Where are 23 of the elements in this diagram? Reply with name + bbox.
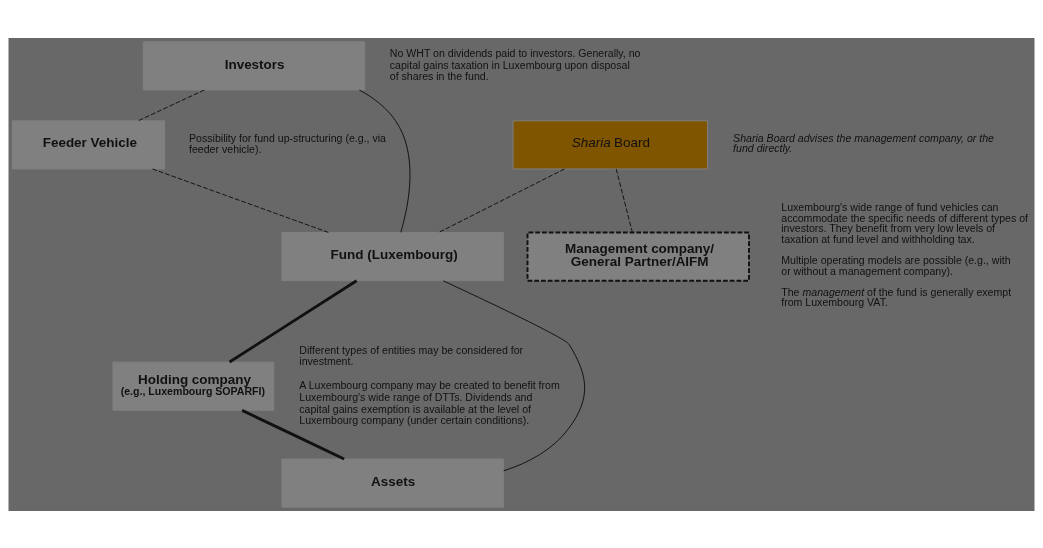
connector (442, 279, 586, 471)
node-box: Holding company (e.g., Luxembourg SOPARFI) (112, 361, 275, 411)
connector (241, 408, 345, 460)
label: Multiple operating models are possible (e.g., with or without a management company). (781, 253, 1011, 277)
node-box: Fund (Luxembourg) (281, 231, 504, 281)
connector (137, 89, 205, 121)
node-box: Management company/ General Partner/AIFM (526, 231, 750, 282)
connector (615, 168, 633, 233)
node-label: Sharia Board advises the management company, or the fund directly. (733, 131, 994, 154)
node-label: Different types of entities may be considered for investment. (299, 343, 524, 367)
connector (358, 89, 411, 233)
label: Luxembourg's wide range of fund vehicles can accommodate the specific needs of different types of investors. They benefit from very low levels of taxation at fund level and withholding tax. (781, 200, 1029, 245)
node-box: Investors (142, 40, 366, 90)
node-box: Sharia Board (512, 119, 709, 169)
node-box: Assets (281, 458, 504, 508)
node-label: A Luxembourg company may be created to benefit from Luxembourg's wide range of DTTs. Dividends and capital gains exemption is available at the level of Luxembourg company (under certain conditions). (299, 378, 560, 426)
node-label: No WHT on dividends paid to investors. Generally, no capital gains taxation in Luxembourg upon disposal of shares in the fund. (389, 46, 641, 82)
node-label: Possibility for fund up-structuring (e.g., via feeder vehicle). (189, 131, 387, 155)
node-box: Feeder Vehicle (11, 119, 165, 169)
connector (438, 168, 565, 233)
connector (152, 168, 330, 233)
connector (228, 278, 358, 363)
label: The management of the fund is generally exempt from Luxembourg VAT. (781, 285, 1012, 308)
